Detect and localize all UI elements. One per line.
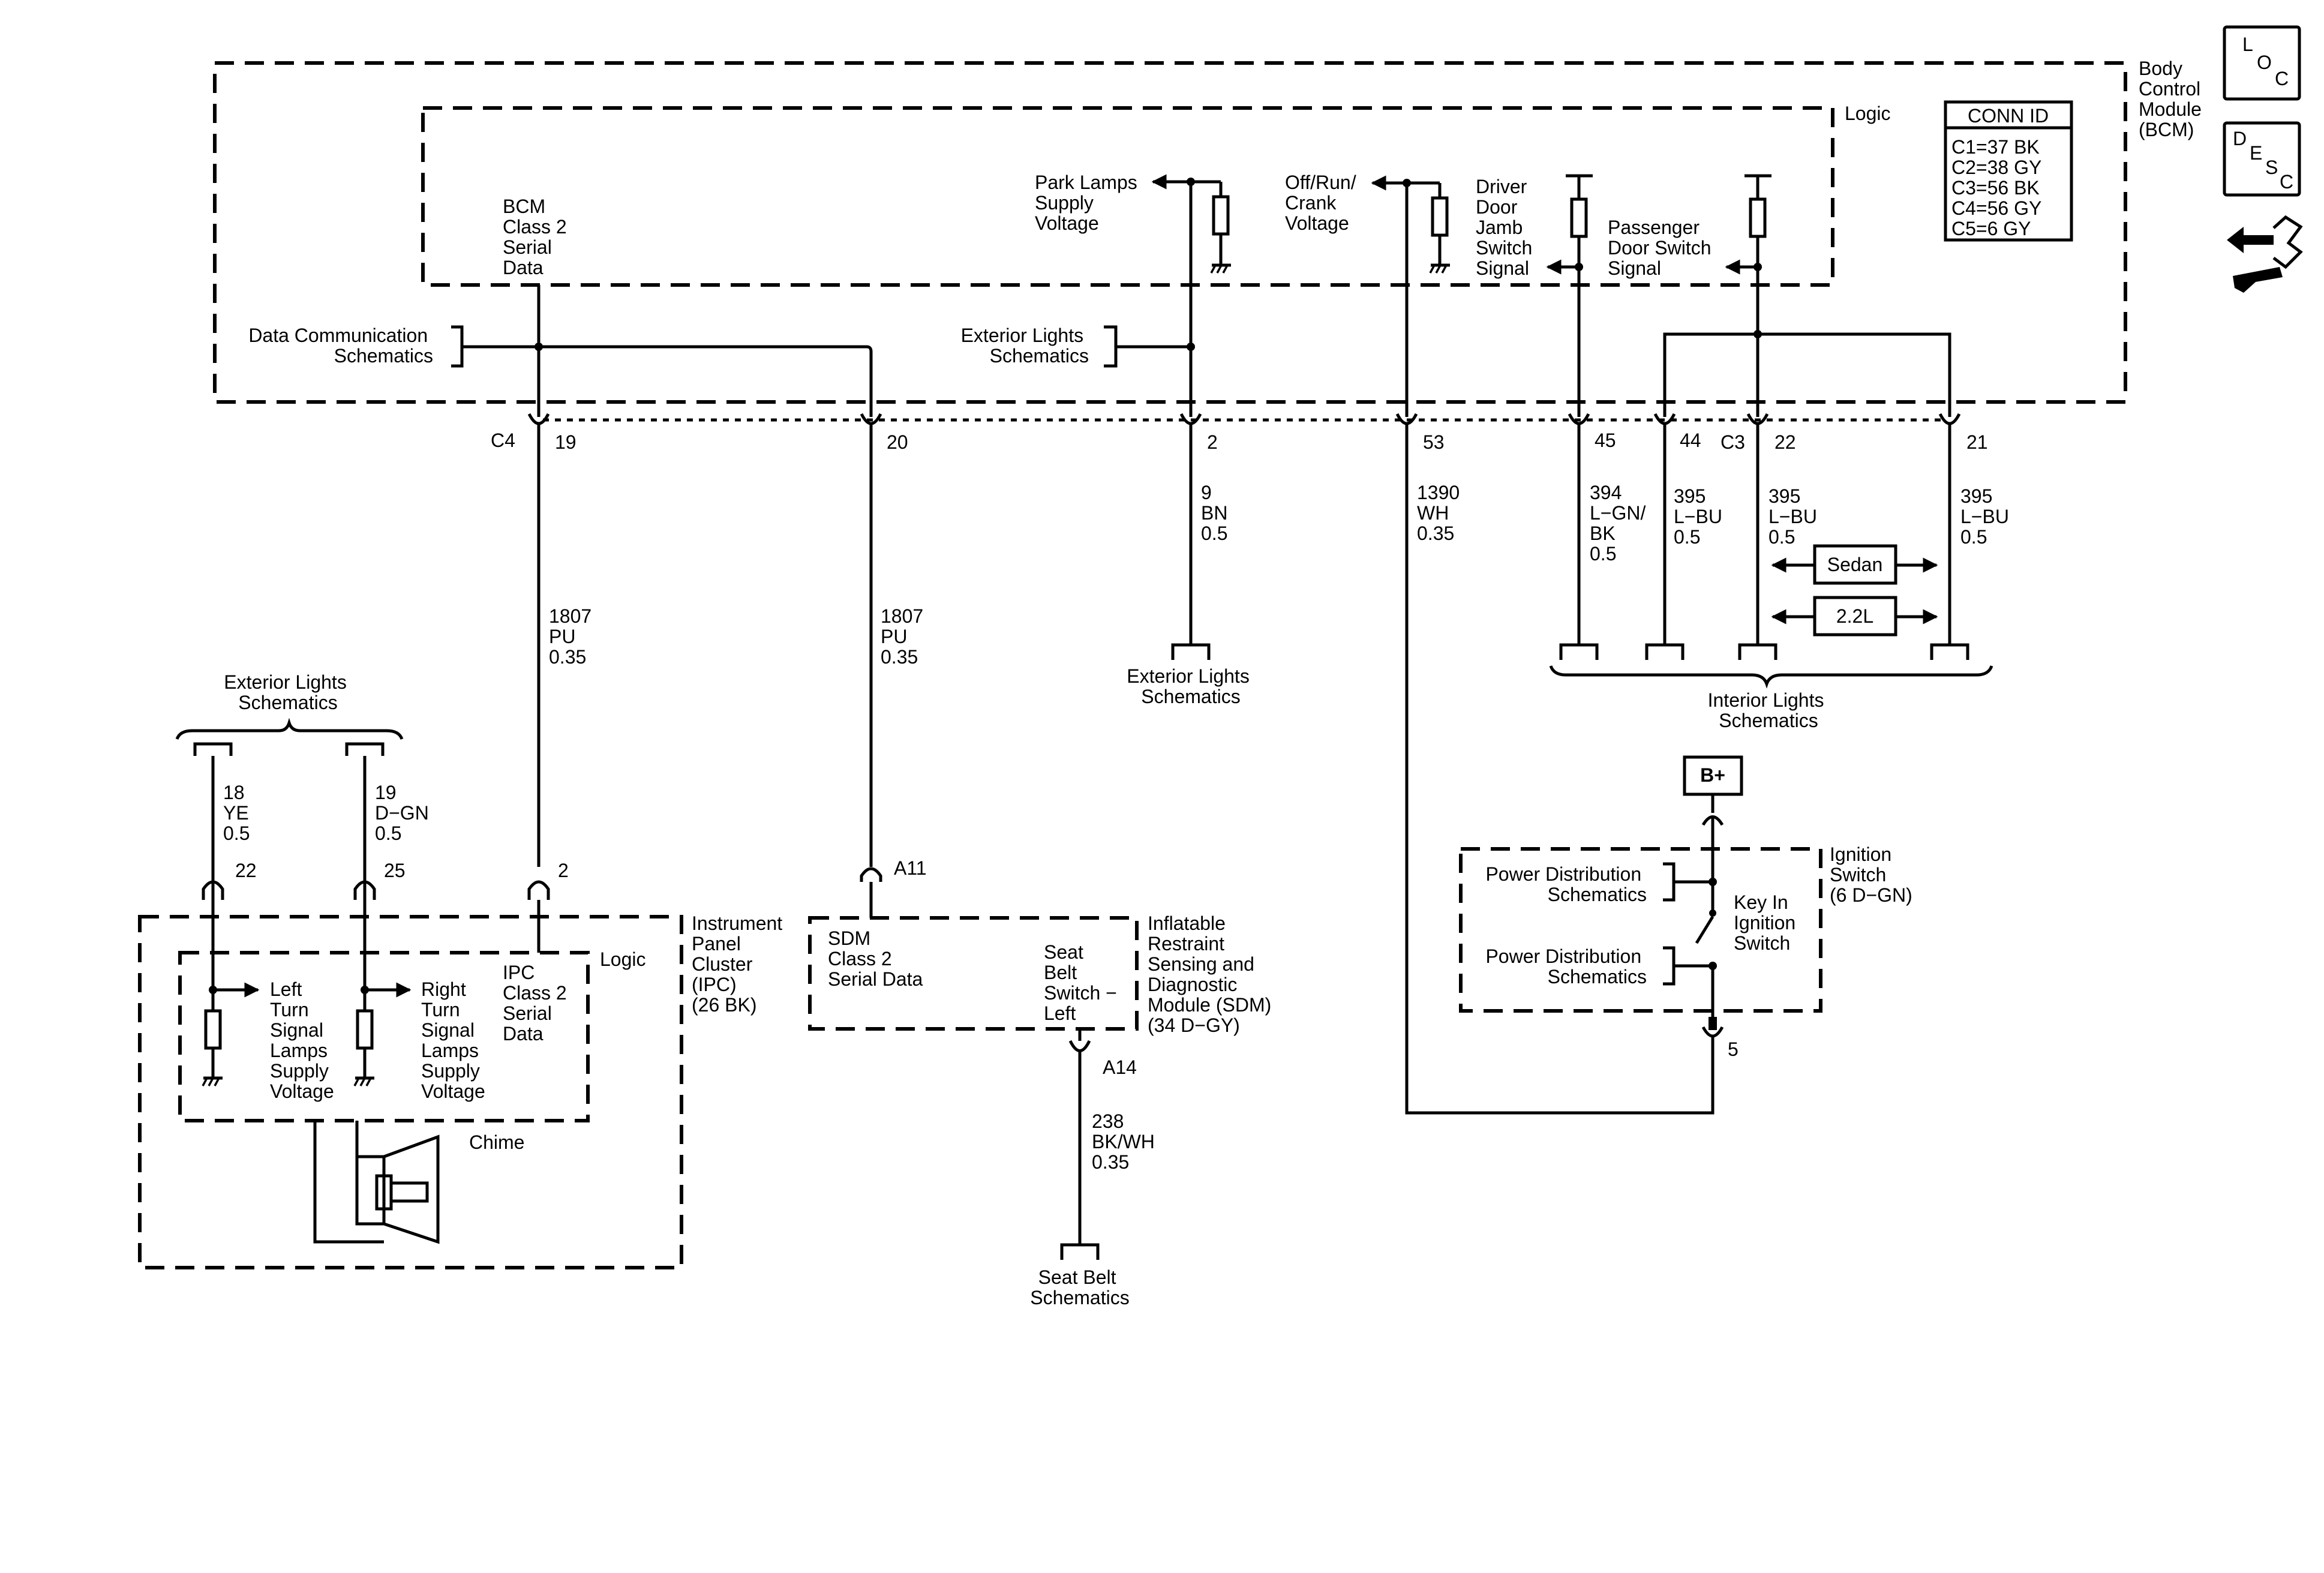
wire-label: 238 BK/WH 0.35 bbox=[1092, 1110, 1160, 1173]
ground-symbol bbox=[1210, 263, 1231, 274]
conn-id-row: C4=56 GY bbox=[1951, 197, 2041, 219]
passenger-door-label: Passenger Door Switch Signal bbox=[1608, 217, 1716, 279]
ground-symbol bbox=[353, 1076, 374, 1086]
ext-lights-bottom-ref: Exterior Lights Schematics bbox=[1127, 665, 1254, 707]
svg-text:L: L bbox=[2242, 34, 2253, 55]
ext-lights-inner-ref: Exterior Lights Schematics bbox=[961, 325, 1089, 367]
desc-icon[interactable]: D E S C bbox=[2223, 121, 2301, 197]
sdm-module: SDM Class 2 Serial Data Seat Belt Switch… bbox=[808, 882, 1277, 1308]
bcm-wires bbox=[537, 423, 1951, 1115]
chime-label: Chime bbox=[469, 1131, 524, 1153]
conn-id-row: C3=56 BK bbox=[1951, 177, 2040, 199]
connector-repair-icon[interactable] bbox=[2227, 215, 2303, 293]
conn-id-row: C5=6 GY bbox=[1951, 218, 2031, 239]
pin-label: 2 bbox=[1207, 431, 1218, 453]
right-turn-label: Right Turn Signal Lamps Supply Voltage bbox=[421, 978, 485, 1102]
park-lamps-label: Park Lamps Supply Voltage bbox=[1035, 172, 1143, 234]
ipc-module: Instrument Panel Cluster (IPC) (26 BK) L… bbox=[138, 900, 788, 1269]
bcm-connector-row: C4 19 20 2 53 45 44 C3 22 21 bbox=[491, 402, 1988, 453]
left-turn-label: Left Turn Signal Lamps Supply Voltage bbox=[270, 978, 334, 1102]
sdm-name: Inflatable Restraint Sensing and Diagnos… bbox=[1148, 912, 1277, 1036]
wire-label: 395 L−BU 0.5 bbox=[1960, 485, 2014, 548]
bcm-module: Body Control Module (BCM) Logic CONN ID … bbox=[213, 58, 2207, 404]
seat-belt-ref: Seat Belt Schematics bbox=[1030, 1266, 1129, 1308]
svg-text:S: S bbox=[2265, 157, 2278, 178]
svg-text:C: C bbox=[2275, 68, 2289, 89]
ipc-logic-label: Logic bbox=[600, 948, 646, 970]
off-run-label: Off/Run/ Crank Voltage bbox=[1285, 172, 1361, 234]
bcm-name: Body Control Module (BCM) bbox=[2139, 58, 2207, 140]
pin-label: 5 bbox=[1728, 1038, 1739, 1060]
ipc-connector-pins bbox=[202, 867, 882, 900]
svg-text:E: E bbox=[2250, 142, 2262, 164]
chime-speaker: Chime bbox=[313, 1121, 524, 1244]
wire-label: 394 L−GN/ BK 0.5 bbox=[1590, 482, 1651, 565]
pin-label: 21 bbox=[1966, 431, 1988, 453]
interior-lights-ref: Interior Lights Schematics bbox=[1708, 689, 1830, 731]
wire-label: 1807 PU 0.35 bbox=[549, 605, 597, 668]
ignition-name: Ignition Switch (6 D−GN) bbox=[1830, 843, 1912, 906]
ipc-name: Instrument Panel Cluster (IPC) (26 BK) bbox=[692, 912, 788, 1016]
pin-label: 19 bbox=[555, 431, 577, 453]
pin-label: 22 bbox=[1774, 431, 1796, 453]
pin-label: 45 bbox=[1595, 430, 1616, 451]
option-markers: Sedan 2.2L bbox=[1771, 544, 1938, 637]
conn-id-table: CONN ID C1=37 BK C2=38 GY C3=56 BK C4=56… bbox=[1944, 100, 2073, 242]
bplus-label: B+ bbox=[1700, 764, 1725, 786]
wire-label: 395 L−BU 0.5 bbox=[1768, 485, 1822, 548]
ground-symbol bbox=[1429, 263, 1450, 274]
seat-belt-switch-label: Seat Belt Switch − Left bbox=[1044, 941, 1122, 1024]
pin-label: 44 bbox=[1680, 430, 1701, 451]
pin-label: 25 bbox=[384, 860, 406, 881]
conn-id-row: C2=38 GY bbox=[1951, 157, 2041, 178]
ignition-switch: B+ Ignition Switch (6 D−GN) Power Distri… bbox=[1459, 755, 1912, 1060]
pin-label: A11 bbox=[894, 857, 927, 879]
pin-label: 2 bbox=[558, 860, 569, 881]
sdm-serial-label: SDM Class 2 Serial Data bbox=[828, 927, 923, 990]
key-in-switch-label: Key In Ignition Switch bbox=[1734, 891, 1801, 954]
power-dist-ref-1: Power Distribution Schematics bbox=[1485, 863, 1647, 905]
wire-label: 1390 WH 0.35 bbox=[1417, 482, 1465, 544]
wire-label: 395 L−BU 0.5 bbox=[1674, 485, 1728, 548]
wire-label: 1807 PU 0.35 bbox=[881, 605, 929, 668]
wire-labels: 1807 PU 0.35 1807 PU 0.35 9 BN 0.5 1390 … bbox=[549, 482, 2014, 668]
ref-stubs-left bbox=[193, 742, 385, 756]
option-2-2l: 2.2L bbox=[1836, 605, 1873, 627]
conn-id-title: CONN ID bbox=[1968, 105, 2049, 127]
option-sedan: Sedan bbox=[1827, 554, 1883, 575]
connector-c4: C4 bbox=[491, 430, 515, 451]
pin-label: 22 bbox=[235, 860, 257, 881]
svg-text:C: C bbox=[2280, 171, 2293, 193]
ext-lights-left-ref: Exterior Lights Schematics bbox=[224, 671, 352, 713]
bcm-serial-label: BCM Class 2 Serial Data bbox=[503, 196, 572, 278]
conn-id-row: C1=37 BK bbox=[1951, 136, 2040, 158]
bcm-logic-label: Logic bbox=[1845, 103, 1891, 124]
connector-c3: C3 bbox=[1721, 431, 1745, 453]
svg-text:O: O bbox=[2257, 52, 2272, 73]
wire-label: 9 BN 0.5 bbox=[1201, 482, 1233, 544]
svg-text:D: D bbox=[2233, 128, 2247, 149]
power-dist-ref-2: Power Distribution Schematics bbox=[1485, 945, 1647, 987]
ext-lights-left-bracket bbox=[175, 718, 404, 740]
ipc-serial-label: IPC Class 2 Serial Data bbox=[503, 962, 572, 1044]
ground-symbol bbox=[202, 1076, 223, 1086]
pin-label: A14 bbox=[1103, 1056, 1137, 1078]
driver-door-label: Driver Door Jamb Switch Signal bbox=[1476, 176, 1538, 279]
ref-stubs bbox=[1171, 643, 1969, 660]
interior-lights-bracket bbox=[1549, 665, 1993, 689]
wire-label: 18 YE 0.5 bbox=[223, 782, 254, 844]
wire-label: 19 D−GN 0.5 bbox=[375, 782, 434, 844]
pin-label: 53 bbox=[1423, 431, 1445, 453]
data-comm-ref: Data Communication Schematics bbox=[248, 325, 433, 367]
loc-icon[interactable]: L O C bbox=[2223, 25, 2301, 101]
pin-label: 20 bbox=[887, 431, 908, 453]
